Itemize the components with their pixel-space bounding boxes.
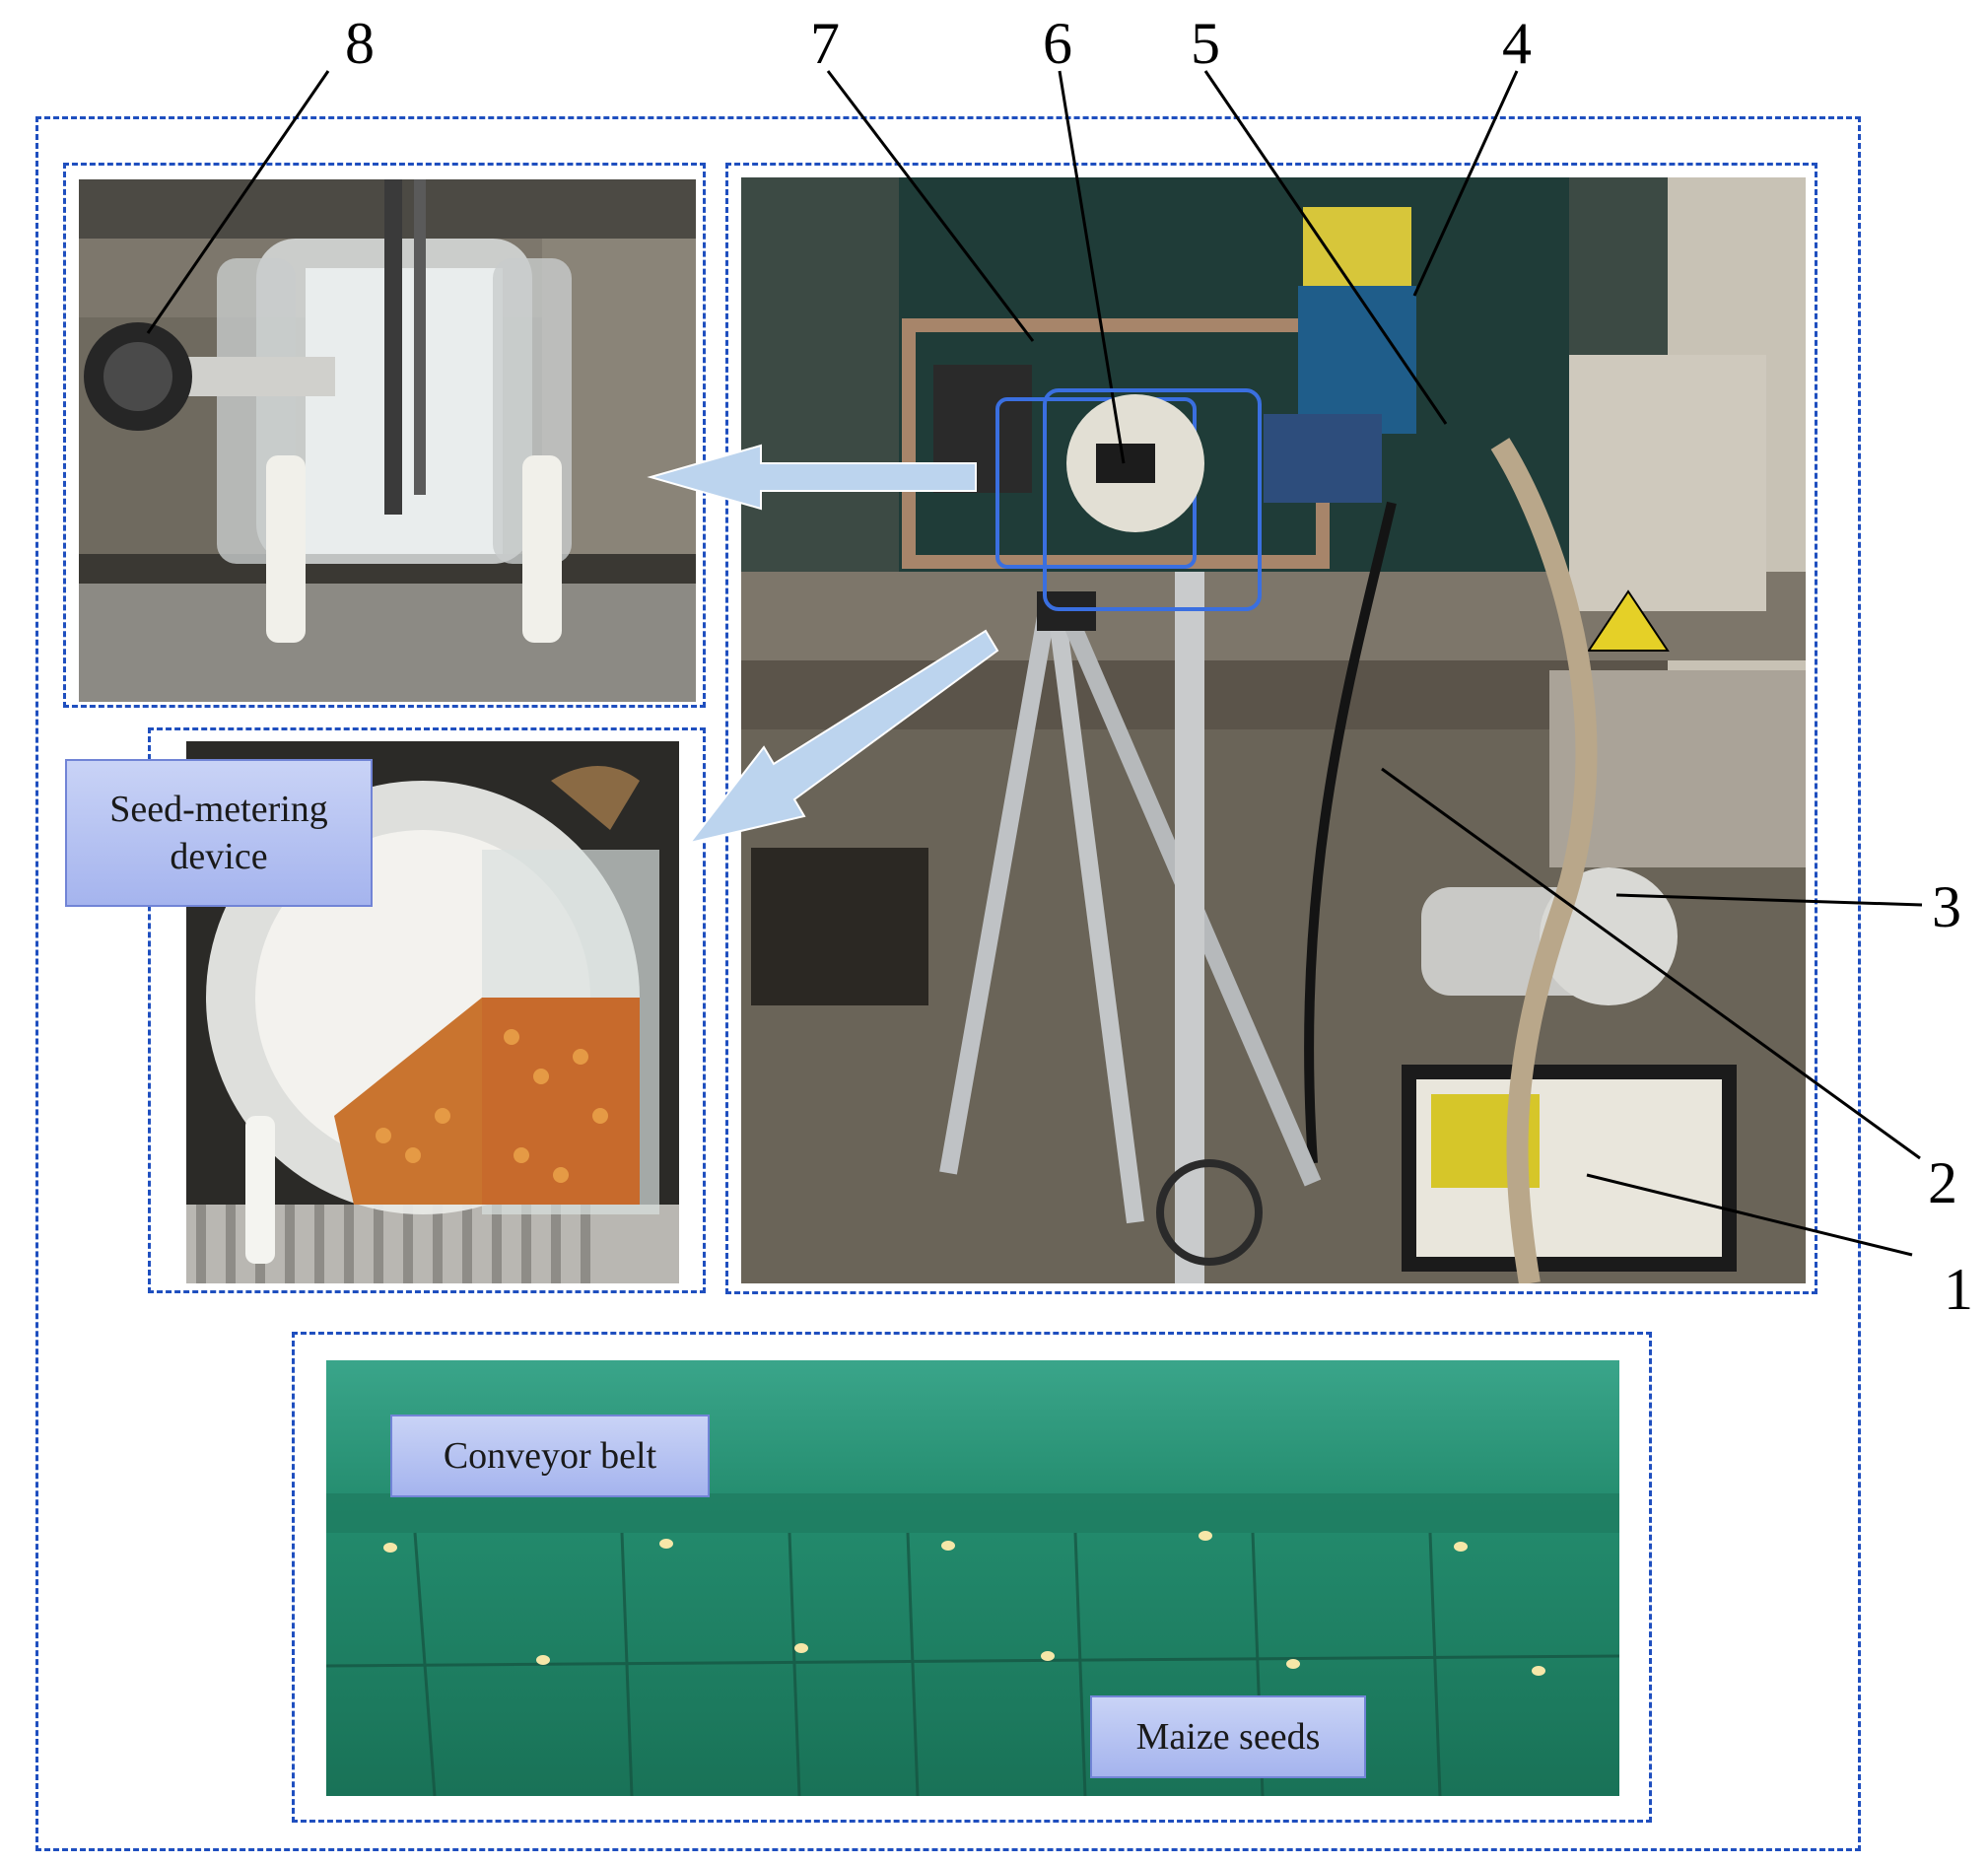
arrow-to-metering-closeup (647, 444, 977, 511)
conveyor-belt-label: Conveyor belt (390, 1415, 710, 1497)
seed-box-frame (148, 727, 706, 1293)
seed-metering-device-label: Seed-metering device (65, 759, 373, 907)
leader-line-7 (826, 70, 1035, 342)
leader-line-4 (1412, 70, 1519, 297)
maize-seeds-label: Maize seeds (1090, 1695, 1366, 1778)
zoom-arrows (647, 444, 999, 845)
callout-2: 2 (1928, 1150, 1957, 1215)
conveyor-belt-text: Conveyor belt (443, 1435, 657, 1477)
arrow-to-seed-box (687, 629, 999, 845)
metering-closeup-frame (63, 163, 706, 708)
camera-highlight-box (1043, 388, 1262, 611)
callout-5: 5 (1191, 11, 1220, 76)
metering-closeup-photo (79, 179, 696, 702)
test-bench-frame (725, 163, 1817, 1294)
conveyor-frame (292, 1332, 1652, 1823)
leader-line-2 (1381, 767, 1921, 1160)
callout-6: 6 (1043, 11, 1072, 76)
seed-metering-device-text: Seed-metering device (109, 789, 328, 877)
callout-4: 4 (1502, 11, 1532, 76)
outer-frame (35, 116, 1861, 1851)
leader-line-6 (1058, 70, 1126, 464)
callout-7: 7 (810, 11, 840, 76)
callout-8: 8 (345, 11, 375, 76)
leader-lines (146, 70, 1923, 1257)
callout-3: 3 (1932, 874, 1961, 939)
test-bench-photo (741, 177, 1806, 1283)
maize-seeds-text: Maize seeds (1135, 1716, 1321, 1758)
callout-1: 1 (1944, 1257, 1973, 1322)
leader-line-8 (146, 70, 330, 334)
leader-line-3 (1615, 893, 1923, 907)
leader-line-1 (1586, 1173, 1913, 1257)
leader-line-5 (1203, 70, 1448, 425)
